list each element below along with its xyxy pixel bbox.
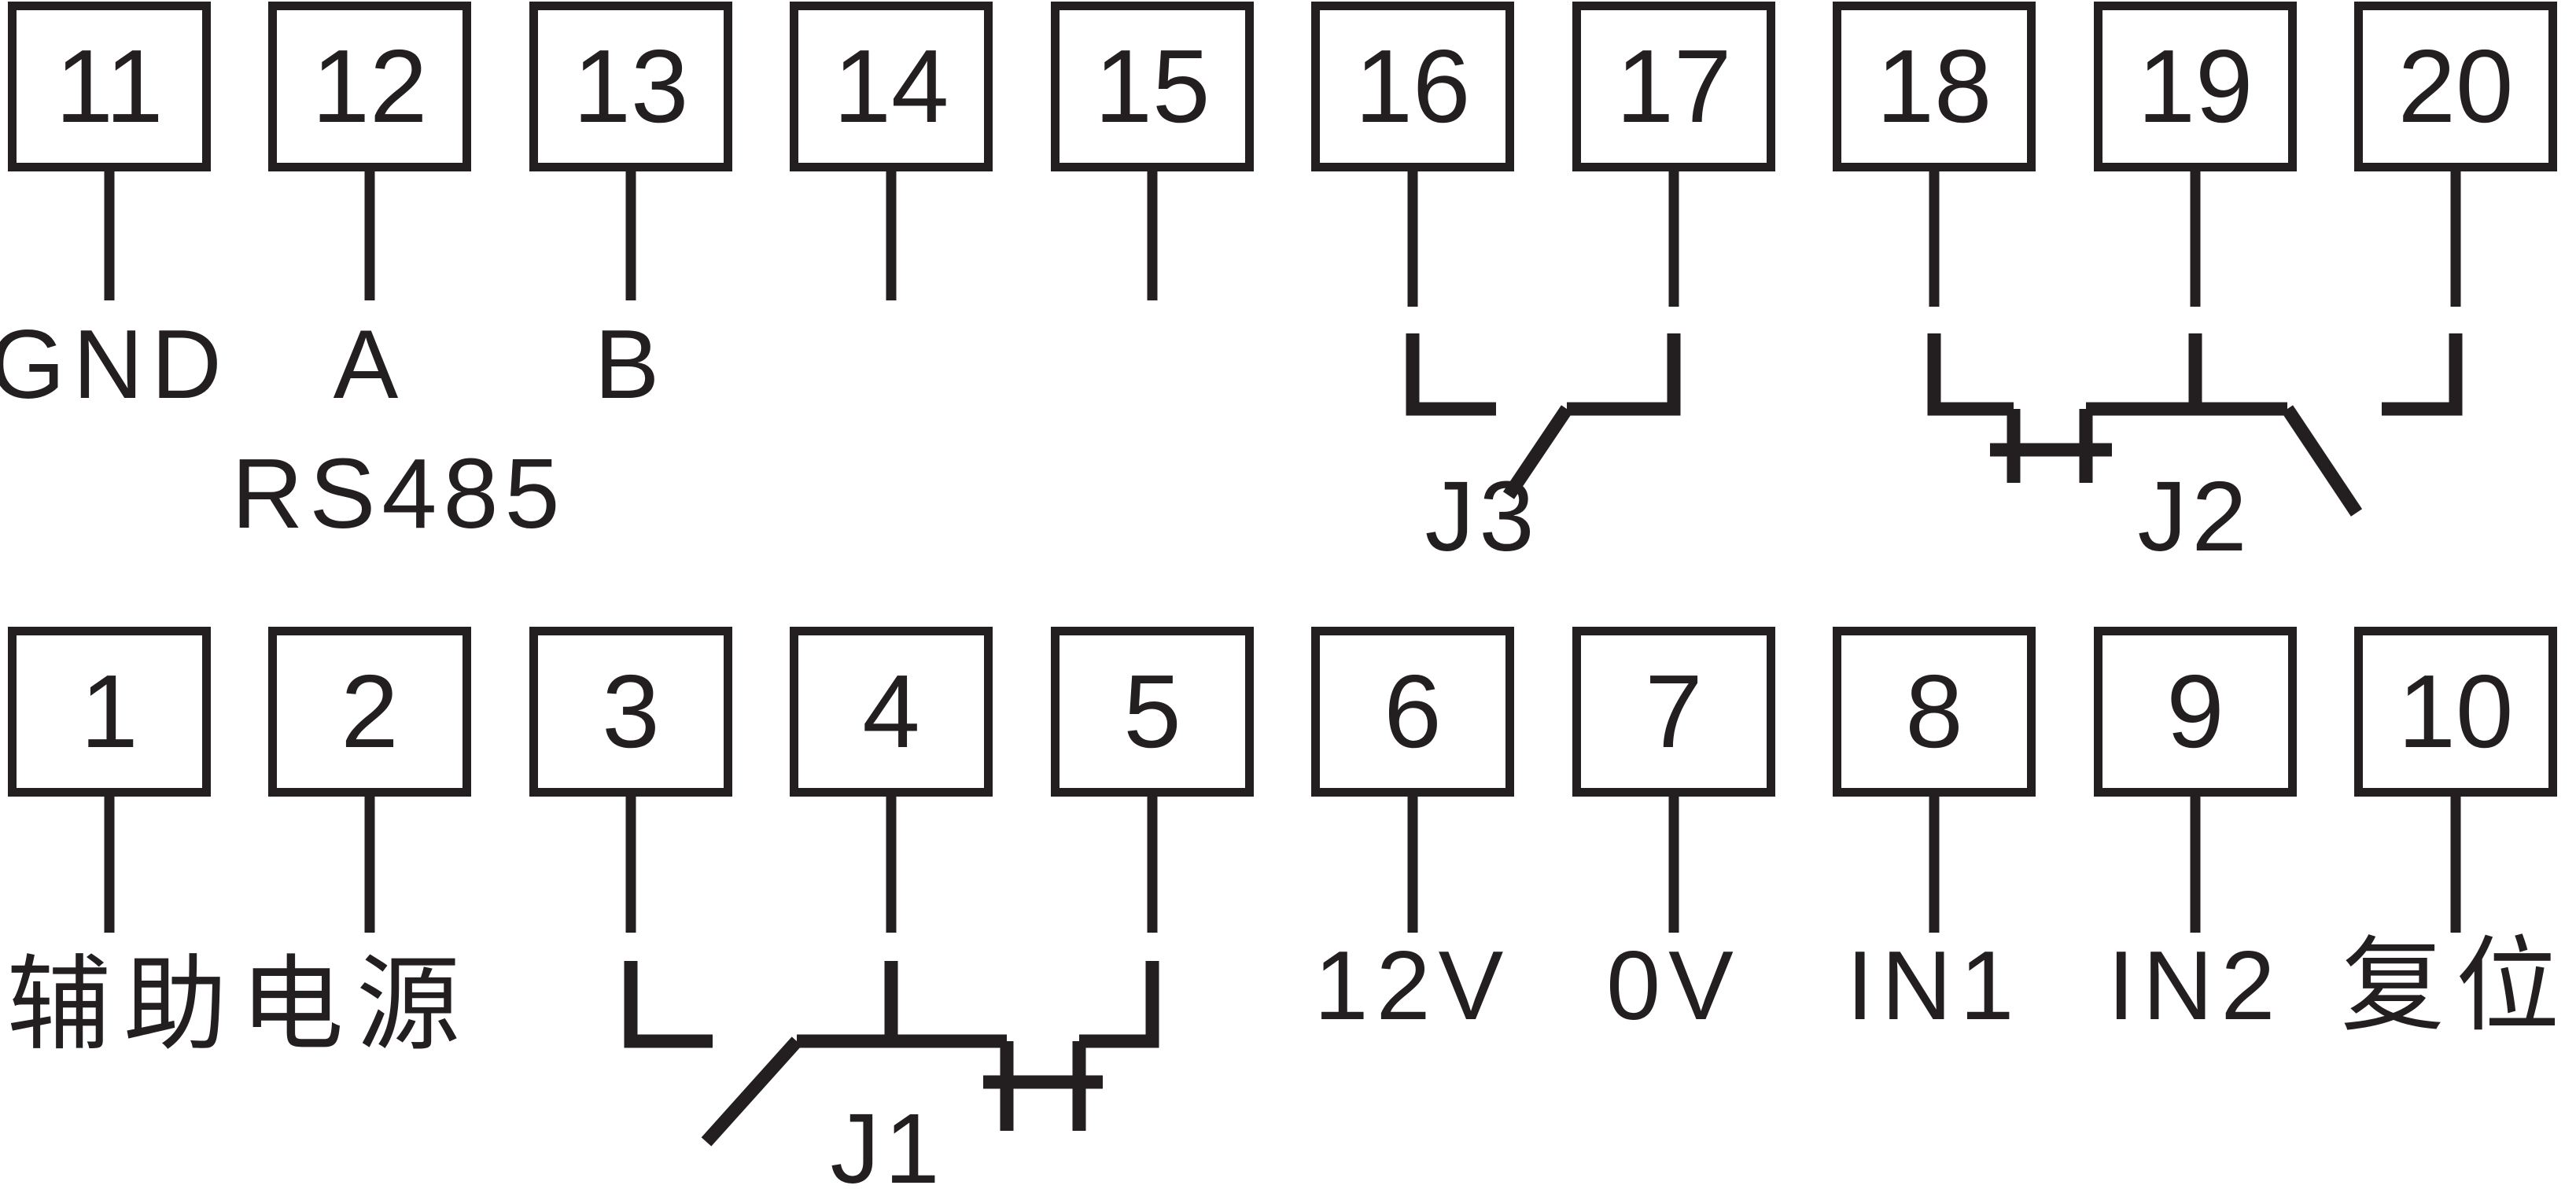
label-12v: 12V	[1314, 932, 1512, 1040]
j3-fixed-contact-right	[1567, 333, 1681, 416]
terminal-number: 9	[2166, 653, 2224, 769]
terminal-number: 18	[1876, 28, 1992, 144]
terminal-number: 16	[1354, 28, 1471, 144]
terminal-number: 5	[1123, 653, 1181, 769]
label-in1: IN1	[1846, 932, 2022, 1040]
terminal-number: 6	[1384, 653, 1442, 769]
terminal-number: 17	[1616, 28, 1732, 144]
terminal-number: 13	[573, 28, 689, 144]
terminal-number: 15	[1094, 28, 1211, 144]
relay-j3-contact-symbol	[1406, 333, 1681, 499]
label-relay-j3: J3	[1424, 461, 1539, 572]
j2-fixed-contact-18	[1927, 333, 2014, 416]
label-in2: IN2	[2107, 932, 2283, 1040]
j2-fixed-contact-20	[2382, 333, 2463, 416]
label-aux-power: 辅助电源	[7, 947, 473, 1062]
terminal-box-8: 8	[1833, 627, 2036, 797]
relay-j2-contact-symbol	[1927, 333, 2463, 517]
legs-top-simple	[104, 171, 1158, 300]
terminal-box-5: 5	[1051, 627, 1254, 797]
terminal-box-10: 10	[2354, 627, 2557, 797]
label-0v: 0V	[1606, 932, 1741, 1040]
label-gnd: GND	[0, 311, 230, 419]
legs-bottom-simple	[104, 797, 2461, 933]
terminal-box-18: 18	[1833, 2, 2036, 171]
label-rs485-bus: RS485	[231, 438, 566, 549]
terminal-number: 19	[2137, 28, 2254, 144]
terminal-box-11: 11	[8, 2, 211, 171]
terminal-number: 20	[2397, 28, 2514, 144]
terminal-number: 1	[80, 653, 138, 769]
terminal-number: 7	[1645, 653, 1703, 769]
j1-fixed-contact-3	[624, 961, 713, 1048]
terminal-number: 11	[55, 28, 164, 144]
legs-bottom-relay	[625, 797, 1158, 933]
label-rs485-b: B	[594, 311, 668, 419]
label-rs485-a: A	[333, 311, 407, 419]
terminal-box-13: 13	[529, 2, 732, 171]
legs-top-relay	[1407, 171, 2461, 307]
j2-switch-blade	[2281, 405, 2363, 517]
terminal-number: 2	[341, 653, 399, 769]
relay-j1-contact-symbol	[624, 961, 1159, 1147]
terminal-number: 4	[862, 653, 920, 769]
terminal-number: 3	[602, 653, 660, 769]
terminal-box-2: 2	[268, 627, 471, 797]
label-relay-j2: J2	[2137, 461, 2252, 572]
j3-fixed-contact-left	[1406, 333, 1496, 416]
label-reset: 复位	[2341, 928, 2570, 1044]
j1-switch-blade	[701, 1036, 802, 1147]
terminal-number: 8	[1905, 653, 1963, 769]
terminal-box-15: 15	[1051, 2, 1254, 171]
terminal-box-1: 1	[8, 627, 211, 797]
terminal-box-19: 19	[2094, 2, 2297, 171]
terminal-box-6: 6	[1311, 627, 1514, 797]
terminal-box-7: 7	[1572, 627, 1775, 797]
j3-switch-blade	[1502, 405, 1573, 499]
terminal-box-4: 4	[790, 627, 993, 797]
terminal-box-16: 16	[1311, 2, 1514, 171]
terminal-box-12: 12	[268, 2, 471, 171]
terminal-box-14: 14	[790, 2, 993, 171]
terminal-number: 14	[833, 28, 949, 144]
terminal-box-17: 17	[1572, 2, 1775, 171]
label-relay-j1: J1	[830, 1093, 945, 1189]
terminal-box-9: 9	[2094, 627, 2297, 797]
terminal-number: 10	[2397, 653, 2514, 769]
terminal-box-3: 3	[529, 627, 732, 797]
j1-fixed-contact-5	[1079, 961, 1159, 1048]
terminal-number: 12	[311, 28, 428, 144]
terminal-box-20: 20	[2354, 2, 2557, 171]
